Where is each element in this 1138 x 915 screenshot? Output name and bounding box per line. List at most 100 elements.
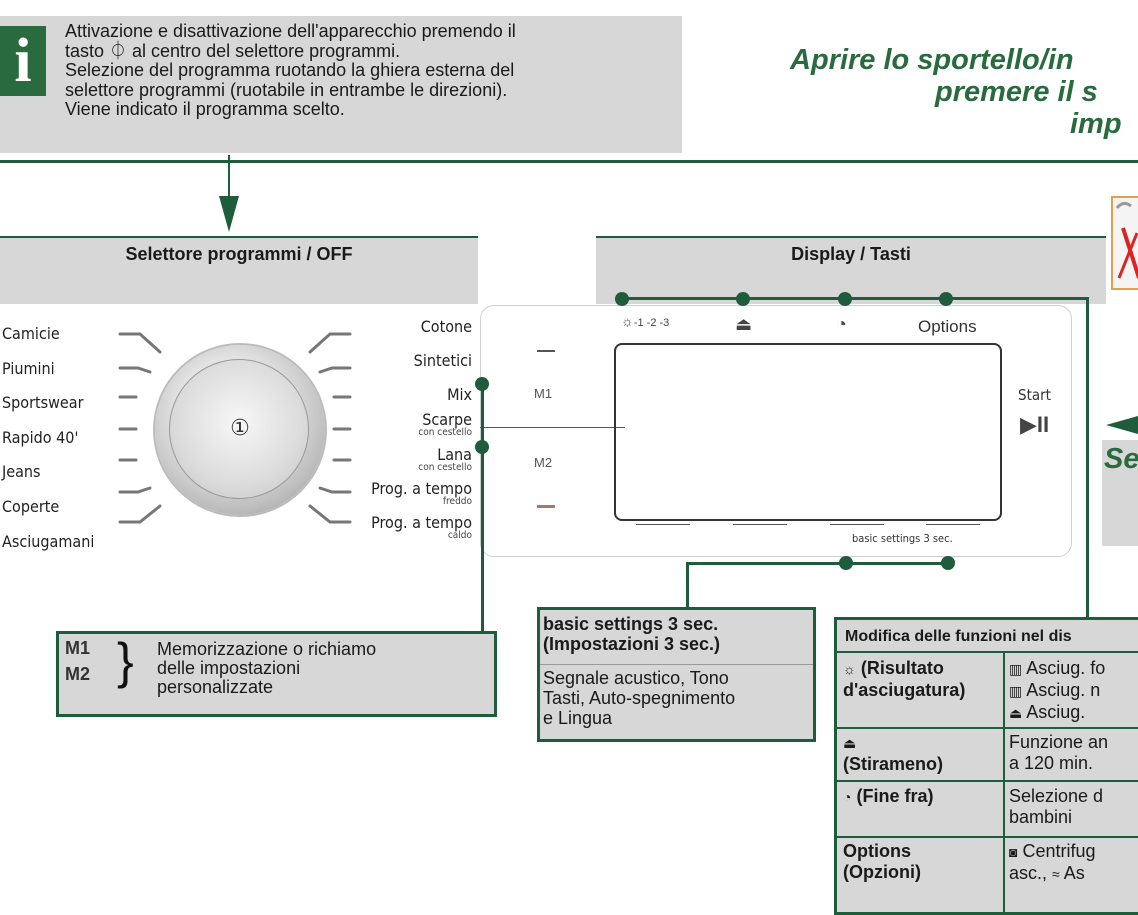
table-row-label: Options (Opzioni) [843, 841, 921, 882]
side-panel [1102, 440, 1138, 546]
arrow-down-icon [219, 196, 239, 232]
divider [540, 664, 813, 665]
m2-indicator [537, 505, 555, 508]
program-label[interactable]: Coperte [2, 496, 60, 516]
m1-label: M1 [65, 638, 91, 658]
table-row-value: ◙ Centrifug asc., ≈ As [1009, 841, 1096, 883]
dial-inner [169, 359, 309, 499]
title-line: imp [1070, 108, 1122, 140]
m2-label: M2 [65, 664, 91, 684]
connector-line [622, 297, 1089, 300]
page-title: Aprire lo sportello/in premere il s imp [760, 44, 1138, 154]
info-note [0, 16, 682, 153]
table-row-label: ◔ (Fine fra) [843, 786, 934, 806]
basic-settings-description: Segnale acustico, Tono Tasti, Auto-spegn… [543, 668, 736, 728]
connector-dot [615, 292, 629, 306]
program-label[interactable]: Sintetici [413, 351, 472, 370]
info-line: selettore programmi (ruotabile in entram… [65, 79, 508, 100]
info-line: Attivazione e disattivazione dell'appare… [65, 21, 516, 41]
program-label[interactable]: Piumini [2, 358, 55, 378]
dash [926, 524, 980, 525]
program-label[interactable]: Mix [447, 385, 472, 404]
display-title: Display / Tasti [791, 244, 911, 264]
selector-title: Selettore programmi / OFF [125, 244, 353, 264]
connector-dot [736, 292, 750, 306]
info-note-text: Attivazione e disattivazione dell'appare… [65, 21, 677, 120]
control-panel [480, 305, 1072, 557]
divider [480, 427, 625, 428]
program-list-left: Camicie Piumini Sportswear Rapido 40' Je… [2, 317, 122, 559]
power-icon[interactable]: ① [230, 415, 250, 440]
arrow-left-icon [1106, 416, 1138, 434]
connector-line [228, 155, 230, 200]
program-dial-ticks [118, 332, 352, 524]
dry-normal-icon: ▥ [1009, 683, 1023, 699]
program-label[interactable]: Sportswear [2, 393, 84, 413]
connector-line [1086, 297, 1089, 622]
header-line [596, 236, 1106, 238]
basic-settings-title: basic settings 3 sec. (Impostazioni 3 se… [543, 614, 721, 654]
wool-icon: ≈ [1052, 866, 1060, 882]
program-label[interactable]: Cotone [420, 317, 472, 336]
header-line [0, 236, 478, 238]
memory-callout: M1 M2 } Memorizzazione o richiamo delle … [56, 631, 497, 717]
title-line: Aprire lo sportello/in [790, 44, 1074, 76]
start-label: Start [1018, 386, 1051, 404]
side-panel-title: Se [1104, 443, 1138, 475]
info-line: tasto ⏀ al centro del selettore programm… [65, 40, 401, 61]
program-label[interactable]: Rapido 40' [2, 427, 79, 447]
m1-button[interactable]: M1 [534, 386, 553, 401]
info-line: Viene indicato il programma scelto. [65, 99, 345, 119]
brace: } [117, 633, 134, 689]
info-line: Selezione del programma ruotando la ghie… [65, 60, 515, 80]
memory-description: Memorizzazione o richiamo delle impostaz… [157, 639, 377, 697]
table-row-value: Funzione an a 120 min. [1009, 732, 1109, 773]
basic-settings-label: basic settings 3 sec. [852, 532, 953, 545]
connector-line [481, 384, 484, 634]
program-dial[interactable]: ① [155, 345, 325, 515]
program-label[interactable]: Camicie [2, 324, 60, 343]
program-label[interactable]: Asciugamani [2, 531, 95, 551]
timer-icon[interactable]: ◔ [836, 314, 847, 334]
table-row-label: ☼ (Risultato d'asciugatura) [843, 658, 966, 700]
dash [733, 524, 787, 525]
table-header: Modifica delle funzioni nel dis [845, 628, 1072, 645]
dash [636, 524, 690, 525]
connector-dot [839, 556, 853, 570]
display-header [596, 236, 1106, 304]
iron-icon[interactable]: ⏏ [735, 314, 753, 334]
iron-icon: ⏏ [843, 735, 857, 751]
m2-button[interactable]: M2 [534, 455, 553, 470]
selector-header [0, 236, 478, 304]
table-row-value: ▥ Asciug. fo ▥ Asciug. n ⏏ Asciug. [1009, 658, 1106, 722]
dry-extra-icon: ▥ [1009, 661, 1023, 677]
timer-icon: ◔ [843, 789, 852, 805]
display-screen [614, 343, 1002, 521]
connector-dot [838, 292, 852, 306]
basic-settings-callout: basic settings 3 sec. (Impostazioni 3 se… [537, 607, 816, 742]
sun-icon: ☼ [621, 313, 634, 329]
table-row-label: ⏏ (Stirameno) [843, 735, 944, 774]
separator-line [0, 160, 1138, 163]
sun-icon: ☼ [843, 661, 856, 677]
start-button[interactable]: ▶II [1020, 412, 1050, 437]
info-icon: i [0, 26, 46, 96]
options-button[interactable]: Options [918, 317, 977, 336]
dash [830, 524, 884, 525]
connector-line [686, 562, 689, 612]
connector-line [686, 562, 949, 565]
spin-icon: ◙ [1009, 844, 1018, 860]
m1-indicator [537, 350, 555, 352]
dry-level-button[interactable]: ☼-1 -2 -3 [621, 313, 670, 329]
iron-icon: ⏏ [1009, 705, 1023, 721]
function-table: Modifica delle funzioni nel dis ☼ (Risul… [834, 617, 1138, 915]
title-line: premere il s [935, 76, 1098, 108]
connector-dot [941, 556, 955, 570]
program-label[interactable]: Jeans [2, 462, 41, 482]
table-row-value: Selezione d bambini [1009, 786, 1104, 827]
